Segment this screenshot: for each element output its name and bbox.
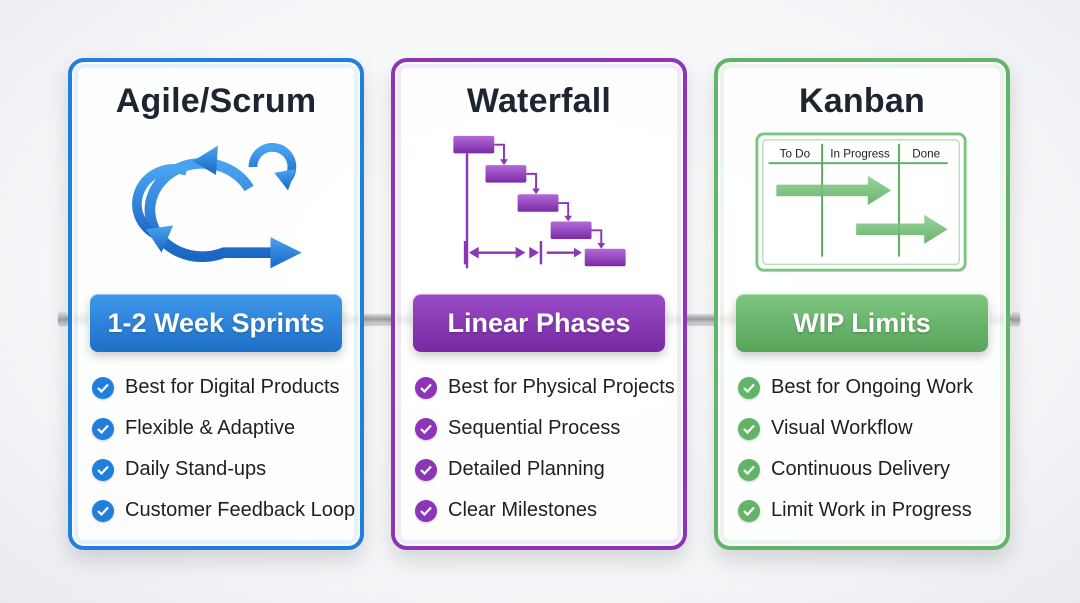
feature-list: Best for Physical Projects Sequential Pr… <box>415 367 675 531</box>
card-title: Agile/Scrum <box>115 82 317 120</box>
list-item: Sequential Process <box>415 408 673 449</box>
feature-text: Sequential Process <box>448 417 621 439</box>
list-item: Best for Ongoing Work <box>738 367 996 408</box>
checkmark-icon <box>92 458 114 481</box>
feature-list: Best for Ongoing Work Visual Workflow Co… <box>738 367 996 531</box>
feature-text: Flexible & Adaptive <box>125 417 296 439</box>
feature-text: Best for Digital Products <box>125 376 340 398</box>
agile-banner: 1-2 Week Sprints <box>90 294 342 352</box>
waterfall-card: Waterfall <box>391 58 687 550</box>
list-item: Best for Physical Projects <box>415 367 675 408</box>
checkmark-icon <box>415 458 437 481</box>
checkmark-icon <box>92 417 114 440</box>
kanban-column-in-progress: In Progress <box>830 147 890 160</box>
list-item: Limit Work in Progress <box>738 490 996 531</box>
feature-text: Best for Ongoing Work <box>771 376 973 398</box>
feature-list: Best for Digital Products Flexible & Ada… <box>92 367 355 531</box>
feature-text: Daily Stand-ups <box>125 458 267 480</box>
agile-scrum-card: Agile/Scrum 1-2 Week Sprints Best for Di… <box>68 58 364 550</box>
feature-text: Continuous Delivery <box>771 458 950 480</box>
kanban-card: Kanban To Do In Progress Done WIP Limits… <box>714 58 1010 550</box>
waterfall-banner: Linear Phases <box>413 294 665 352</box>
iterative-cycle-icon <box>132 143 302 269</box>
list-item: Customer Feedback Loop <box>92 490 355 531</box>
checkmark-icon <box>415 499 437 522</box>
list-item: Continuous Delivery <box>738 449 996 490</box>
feature-text: Best for Physical Projects <box>448 376 675 398</box>
checkmark-icon <box>738 417 760 440</box>
checkmark-icon <box>92 499 114 522</box>
feature-text: Clear Milestones <box>448 499 597 521</box>
gantt-cascade-icon <box>453 135 626 269</box>
list-item: Visual Workflow <box>738 408 996 449</box>
checkmark-icon <box>738 499 760 522</box>
kanban-board-icon: To Do In Progress Done <box>755 132 967 272</box>
checkmark-icon <box>738 458 760 481</box>
feature-text: Limit Work in Progress <box>771 499 972 521</box>
kanban-banner: WIP Limits <box>736 294 988 352</box>
checkmark-icon <box>738 376 760 399</box>
card-title: Waterfall <box>466 82 612 120</box>
checkmark-icon <box>92 376 114 399</box>
kanban-column-todo: To Do <box>780 147 810 160</box>
feature-text: Visual Workflow <box>771 417 913 439</box>
list-item: Detailed Planning <box>415 449 673 490</box>
checkmark-icon <box>415 376 437 399</box>
feature-text: Detailed Planning <box>448 458 605 480</box>
list-item: Clear Milestones <box>415 490 673 531</box>
list-item: Daily Stand-ups <box>92 449 350 490</box>
list-item: Flexible & Adaptive <box>92 408 350 449</box>
feature-text: Customer Feedback Loop <box>125 499 356 521</box>
checkmark-icon <box>415 417 437 440</box>
card-title: Kanban <box>799 82 925 120</box>
list-item: Best for Digital Products <box>92 367 350 408</box>
kanban-column-done: Done <box>912 147 940 160</box>
